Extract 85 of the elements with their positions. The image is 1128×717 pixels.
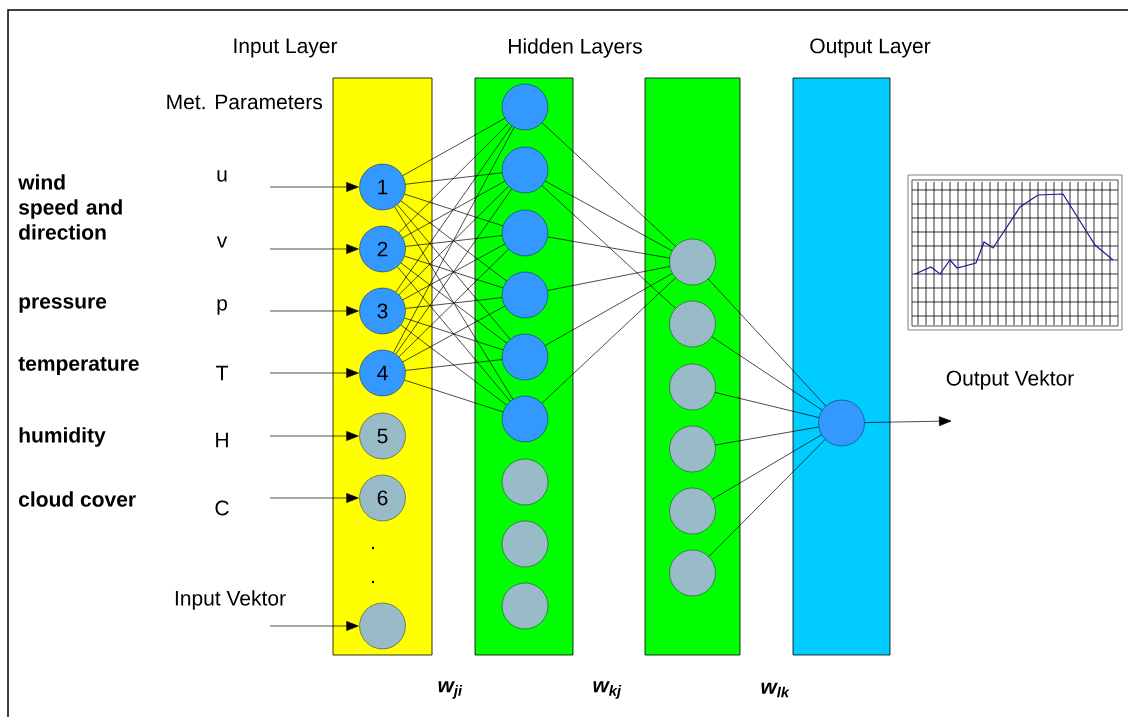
connection-line	[711, 336, 823, 411]
neuron-circle	[501, 458, 549, 506]
vector-label: Input Vektor	[175, 590, 286, 610]
parameter-symbol: v	[216, 236, 228, 248]
neuron-circle	[501, 83, 549, 131]
connection-line	[708, 439, 826, 557]
parameter-symbol: T	[216, 365, 228, 381]
neuron-circle	[501, 395, 549, 443]
connection-line	[402, 118, 506, 176]
weight-label: w$_{ji}$	[438, 681, 463, 699]
connection-line	[398, 248, 509, 358]
parameter-name: wind speed and direction	[18, 174, 122, 240]
neuron-circle	[501, 333, 549, 381]
connection-line	[393, 127, 515, 353]
connection-line	[541, 277, 676, 404]
connection-line	[404, 193, 504, 227]
connection-line	[404, 379, 504, 413]
connection-line	[547, 266, 671, 291]
node-label: Input Layer	[234, 38, 338, 58]
neuron-circle	[501, 582, 549, 630]
connection-line	[541, 185, 676, 309]
arrow	[269, 244, 359, 254]
connection-line	[715, 426, 819, 446]
connection-line	[547, 236, 670, 259]
connection-line	[398, 185, 509, 296]
parameter-name: pressure	[19, 297, 107, 313]
ellipsis-dot: .	[372, 546, 374, 550]
weight-label: w$_{kj}$	[593, 681, 622, 699]
connection-line	[405, 235, 503, 247]
connection-line	[404, 255, 504, 289]
connection-line	[400, 262, 507, 344]
connection-line	[545, 180, 673, 252]
neuron-circle	[669, 487, 716, 535]
neuron-circle	[501, 520, 549, 568]
layer-band: Output Layer	[792, 38, 931, 656]
ellipsis-dot: .	[372, 580, 374, 584]
neuron-circle	[501, 209, 549, 257]
connection-line	[398, 123, 509, 233]
weight-label: w$_{lk}$	[761, 682, 790, 698]
connection-line	[712, 434, 822, 500]
parameter-name: cloud cover	[19, 491, 136, 507]
connection-line	[544, 273, 673, 346]
neuron-circle	[669, 425, 716, 473]
layer-heading: Hidden Layers	[509, 38, 642, 58]
neuron-circle	[669, 300, 716, 348]
arrow	[269, 182, 359, 192]
parameter-symbol: H	[216, 432, 228, 448]
connection-line	[714, 392, 820, 418]
connection-line	[400, 200, 507, 282]
connection-line	[541, 122, 676, 247]
neuron-circle	[818, 399, 865, 447]
connection-line	[395, 188, 513, 355]
connection-line	[402, 305, 505, 363]
arrow	[269, 493, 359, 503]
parameter-symbol: p	[217, 299, 227, 315]
arrow	[269, 368, 359, 378]
parameter-name: temperature	[18, 357, 139, 376]
edge-label: Output Vektor	[946, 370, 1074, 390]
neuron-circle	[501, 271, 549, 319]
connection-line	[402, 243, 505, 301]
arrow	[269, 621, 359, 631]
node-label: Output Layer	[810, 38, 931, 58]
arrow	[269, 431, 359, 441]
arrow	[269, 306, 359, 316]
neuron-circle	[669, 238, 716, 286]
connection-line	[397, 204, 511, 340]
parameter-symbol: u	[217, 170, 227, 182]
parameter-name: humidity	[19, 427, 106, 447]
connection-line	[400, 324, 507, 406]
connection-line	[405, 297, 503, 309]
connection-line	[394, 206, 514, 400]
connection-line	[405, 359, 503, 371]
neuron-circle	[501, 146, 549, 194]
connection-line	[395, 125, 513, 293]
connection-line	[404, 317, 504, 351]
connection-line	[402, 180, 506, 239]
parameter-heading: Met. Parameters	[167, 94, 323, 110]
arrow	[864, 416, 952, 427]
neuron-circle	[359, 602, 406, 650]
parameter-symbol: C	[215, 500, 229, 516]
neuron-circle	[669, 363, 716, 411]
connection-line	[397, 266, 511, 402]
connection-line	[405, 172, 503, 185]
connection-line	[707, 278, 827, 407]
neuron-circle	[669, 549, 716, 597]
